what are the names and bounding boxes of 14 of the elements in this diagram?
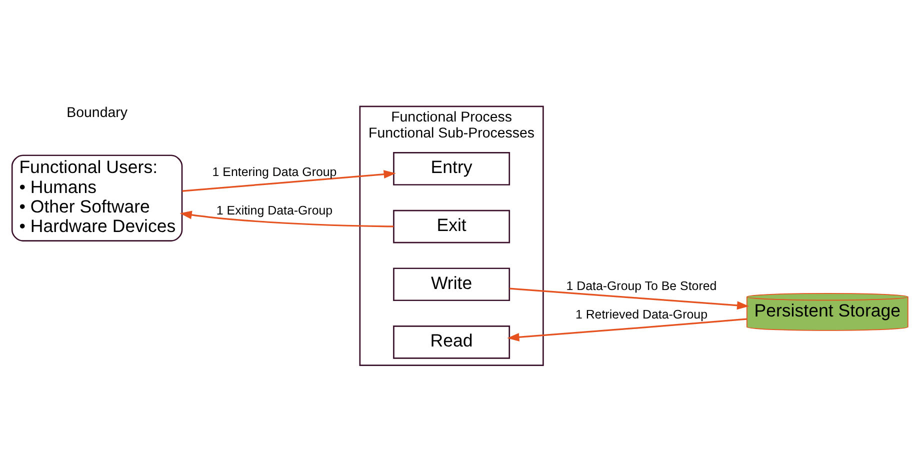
- arrow: [180, 210, 394, 228]
- edge-label: 1 Data-Group To Be Stored: [566, 278, 717, 293]
- node-box: Read: [393, 326, 510, 359]
- node-box: Exit: [393, 210, 510, 244]
- edge-label: 1 Entering Data Group: [212, 165, 337, 180]
- node-box: Write: [393, 268, 510, 302]
- node-box: Entry: [393, 152, 510, 186]
- arrow: [182, 170, 396, 192]
- node-box: Functional Users: • Humans • Other Software • Hardware Devices: [11, 154, 183, 242]
- arrow: [507, 318, 747, 342]
- edge-label: 1 Exiting Data-Group: [216, 203, 333, 218]
- arrow: [510, 288, 750, 310]
- label: Boundary: [66, 104, 128, 121]
- edge-label: 1 Retrieved Data-Group: [575, 307, 708, 322]
